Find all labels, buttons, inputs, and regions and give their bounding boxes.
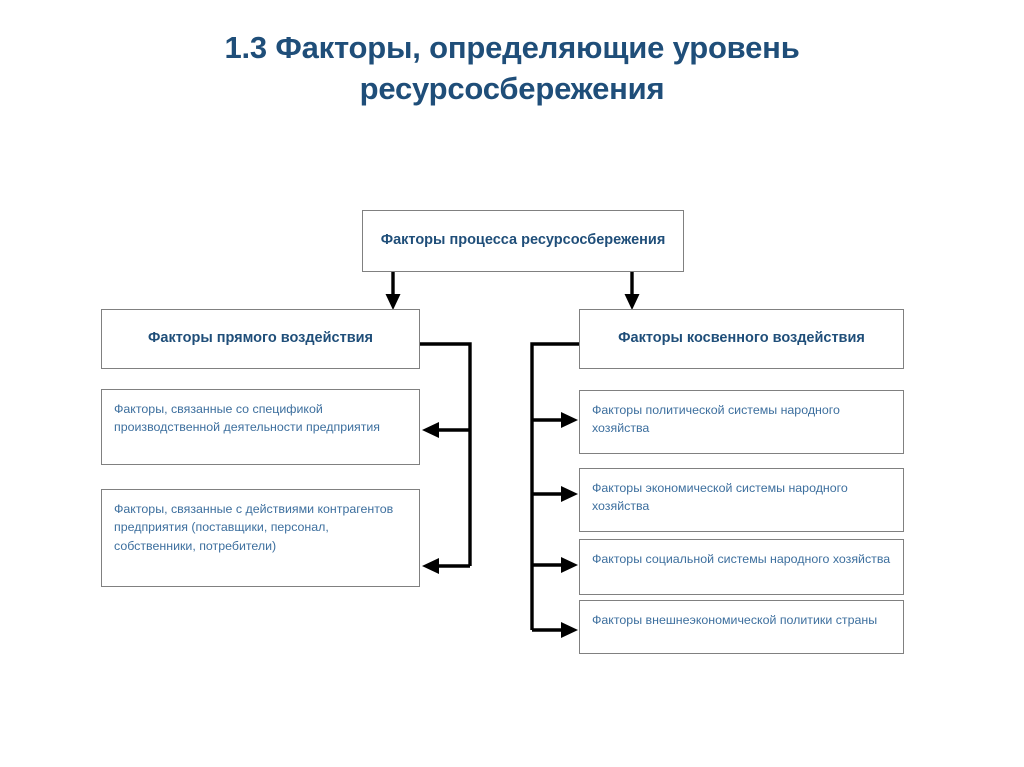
node-indirect-item-2-label: Факторы экономической системы народного …	[592, 481, 848, 514]
page-title: 1.3 Факторы, определяющие уровень ресурс…	[224, 30, 800, 106]
connector-indirect-to-leaf-1	[532, 486, 578, 502]
node-branch-direct[interactable]: Факторы прямого воздействия	[101, 309, 420, 369]
connector-indirect-to-leaf-2	[532, 557, 578, 573]
connector-direct-to-leaf-0	[422, 422, 470, 438]
connector-indirect-to-leaf-0	[532, 412, 578, 428]
node-direct-item-1-label: Факторы, связанные со спецификой произво…	[114, 402, 381, 435]
connector-direct-to-leaf-1	[422, 558, 470, 574]
node-branch-direct-label: Факторы прямого воздействия	[148, 330, 373, 347]
node-direct-item-2-label: Факторы, связанные с действиями контраге…	[114, 502, 394, 553]
connector-indirect-to-leaf-3	[532, 622, 578, 638]
node-branch-indirect-label: Факторы косвенного воздействия	[618, 330, 865, 347]
connector-direct-trunk	[420, 342, 472, 566]
node-branch-indirect[interactable]: Факторы косвенного воздействия	[579, 309, 904, 369]
node-indirect-item-1-label: Факторы политической системы народного х…	[592, 403, 840, 436]
node-indirect-item-2[interactable]: Факторы экономической системы народного …	[579, 468, 904, 532]
connector-indirect-trunk	[530, 342, 579, 630]
node-direct-item-1[interactable]: Факторы, связанные со спецификой произво…	[101, 389, 420, 465]
node-direct-item-2[interactable]: Факторы, связанные с действиями контраге…	[101, 489, 420, 587]
node-indirect-item-3-label: Факторы социальной системы народного хоз…	[592, 552, 891, 566]
connector-root-to-direct	[385, 272, 401, 310]
node-root-label: Факторы процесса ресурсосбережения	[380, 232, 666, 249]
node-indirect-item-3[interactable]: Факторы социальной системы народного хоз…	[579, 539, 904, 595]
node-root[interactable]: Факторы процесса ресурсосбережения	[362, 210, 684, 272]
node-indirect-item-4[interactable]: Факторы внешнеэкономической политики стр…	[579, 600, 904, 654]
node-indirect-item-1[interactable]: Факторы политической системы народного х…	[579, 390, 904, 454]
connector-root-to-indirect	[624, 272, 640, 310]
node-indirect-item-4-label: Факторы внешнеэкономической политики стр…	[592, 613, 878, 627]
